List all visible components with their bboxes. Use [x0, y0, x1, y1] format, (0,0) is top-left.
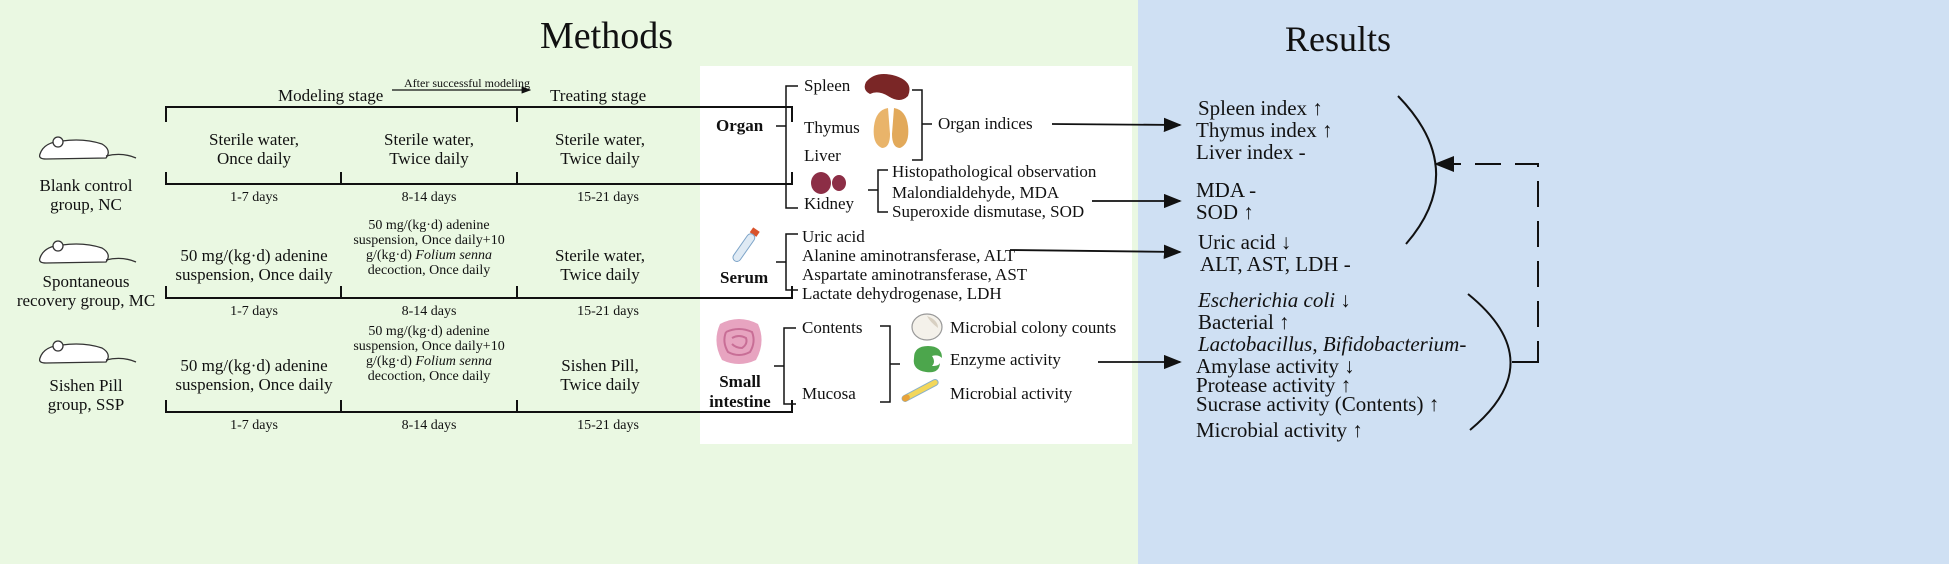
- serum-item: Alanine aminotransferase, ALT: [802, 246, 1016, 265]
- results-title: Results: [1285, 19, 1392, 59]
- colony-icon: [910, 312, 944, 347]
- treating-stage-label: Treating stage: [550, 86, 647, 105]
- days-label: 8-14 days: [401, 190, 457, 205]
- enzyme-icon: [910, 344, 944, 379]
- intestine-item: Microbial activity: [950, 384, 1073, 403]
- result-item: SOD ↑: [1196, 200, 1254, 224]
- sample-panel: [700, 66, 1132, 444]
- small-intestine-label: Small intestine: [709, 372, 771, 411]
- stage-cell: 50 mg/(kg·d) adenine suspension, Once da…: [353, 324, 505, 385]
- swab-icon: [898, 376, 944, 409]
- stage-cell: Sterile water,Once daily: [209, 130, 299, 169]
- days-label: 8-14 days: [401, 418, 457, 433]
- result-item: Microbial activity ↑: [1196, 418, 1363, 442]
- result-item: Thymus index ↑: [1196, 118, 1333, 142]
- result-item: Amylase activity ↓: [1196, 354, 1355, 378]
- results-panel: [1138, 0, 1949, 564]
- stage-cell: 50 mg/(kg·d) adenine suspension, Once da…: [353, 218, 505, 279]
- result-item: Escherichia coli ↓: [1198, 288, 1351, 312]
- mouse-icon: [32, 132, 142, 173]
- result-item: Sucrase activity (Contents) ↑: [1196, 392, 1440, 416]
- serum-label: Serum: [720, 268, 769, 287]
- group-name: Sishen Pill group, SSP: [47, 376, 125, 415]
- methods-title: Methods: [540, 15, 673, 57]
- result-item: Spleen index ↑: [1198, 96, 1323, 120]
- modeling-stage-label: Modeling stage: [278, 86, 384, 105]
- thymus-icon: [866, 104, 916, 157]
- kidney-label: Kidney: [804, 194, 855, 213]
- stage-cell: Sishen Pill,Twice daily: [560, 356, 640, 395]
- liver-label: Liver: [804, 146, 841, 165]
- result-item: ALT, AST, LDH -: [1200, 252, 1351, 276]
- thymus-label: Thymus: [804, 118, 860, 137]
- result-item: MDA -: [1196, 178, 1257, 202]
- stage-cell: Sterile water,Twice daily: [555, 130, 645, 169]
- stage-cell: Sterile water,Twice daily: [384, 130, 474, 169]
- mouse-icon: [32, 236, 142, 277]
- days-label: 1-7 days: [230, 418, 278, 433]
- intestine-icon: [712, 314, 766, 373]
- intestine-item: Microbial colony counts: [950, 318, 1117, 337]
- group-name: Spontaneous recovery group, MC: [16, 272, 156, 311]
- result-item: Bacterial ↑: [1198, 310, 1290, 334]
- result-item: Liver index -: [1196, 140, 1306, 164]
- days-label: 15-21 days: [577, 304, 639, 319]
- organ-indices-label: Organ indices: [938, 114, 1033, 133]
- result-item: Protease activity ↑: [1196, 373, 1352, 397]
- contents-label: Contents: [802, 318, 863, 337]
- kidney-item: Superoxide dismutase, SOD: [892, 202, 1085, 221]
- spleen-label: Spleen: [804, 76, 851, 95]
- stage-cell: Sterile water,Twice daily: [555, 246, 645, 285]
- tube-icon: [730, 224, 760, 273]
- days-label: 8-14 days: [401, 304, 457, 319]
- kidney-icon: [808, 170, 850, 201]
- serum-item: Lactate dehydrogenase, LDH: [802, 284, 1002, 303]
- serum-item: Uric acid: [802, 227, 865, 246]
- days-label: 1-7 days: [230, 190, 278, 205]
- kidney-item: Histopathological observation: [892, 162, 1097, 181]
- mucosa-label: Mucosa: [802, 384, 856, 403]
- spleen-icon: [862, 70, 914, 109]
- kidney-item: Malondialdehyde, MDA: [892, 183, 1060, 202]
- serum-item: Aspartate aminotransferase, AST: [802, 265, 1028, 284]
- organ-label: Organ: [716, 116, 764, 135]
- days-label: 1-7 days: [230, 304, 278, 319]
- after-modeling-label: After successful modeling: [404, 76, 530, 90]
- days-label: 15-21 days: [577, 190, 639, 205]
- mouse-icon: [32, 336, 142, 377]
- days-label: 15-21 days: [577, 418, 639, 433]
- result-item: Uric acid ↓: [1198, 230, 1292, 254]
- result-item: Lactobacillus, Bifidobacterium-: [1198, 332, 1467, 356]
- group-name: Blank control group, NC: [39, 176, 133, 215]
- intestine-item: Enzyme activity: [950, 350, 1061, 369]
